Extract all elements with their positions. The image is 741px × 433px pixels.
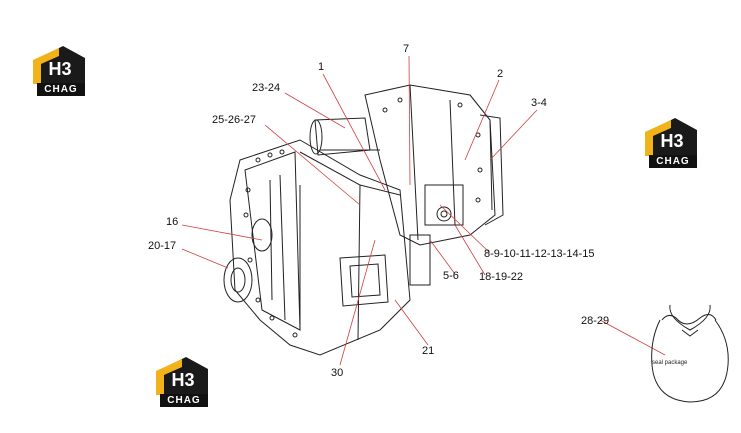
callout-18-19-22: 18-19-22 [479,271,524,283]
callout-1: 1 [318,61,325,73]
callout-30: 30 [331,367,344,379]
logo-wordmark: CHAG [649,155,697,168]
logo-text: H3 [660,131,684,151]
callout-28-29: 28-29 [581,315,610,327]
seal-package-bag [651,304,729,403]
callout-23-24: 23-24 [252,82,281,94]
callout-16: 16 [166,216,179,228]
callout-7: 7 [403,43,410,55]
leader-lines [181,55,666,366]
logo-mark-icon [33,46,85,84]
callout-2: 2 [497,68,504,80]
brand-logo-bottom-left: H3 CHAG [156,357,210,409]
logo-mark-icon [156,357,208,395]
logo-text: H3 [48,59,72,79]
callout-20-17: 20-17 [148,240,177,252]
logo-text: H3 [171,370,195,390]
transmission-drawing [223,84,504,356]
logo-mark-icon [645,118,697,156]
callout-25-26-27: 25-26-27 [212,114,257,126]
callout-5-6: 5-6 [443,270,459,282]
callout-8-15: 8-9-10-11-12-13-14-15 [484,248,595,260]
seal-package-label: seal package [652,360,688,366]
logo-wordmark: CHAG [37,83,85,96]
brand-logo-right: H3 CHAG [645,118,699,170]
brand-logo-top-left: H3 CHAG [33,46,87,98]
logo-wordmark: CHAG [160,394,208,407]
callout-21: 21 [422,345,435,357]
callout-3-4: 3-4 [531,97,547,109]
